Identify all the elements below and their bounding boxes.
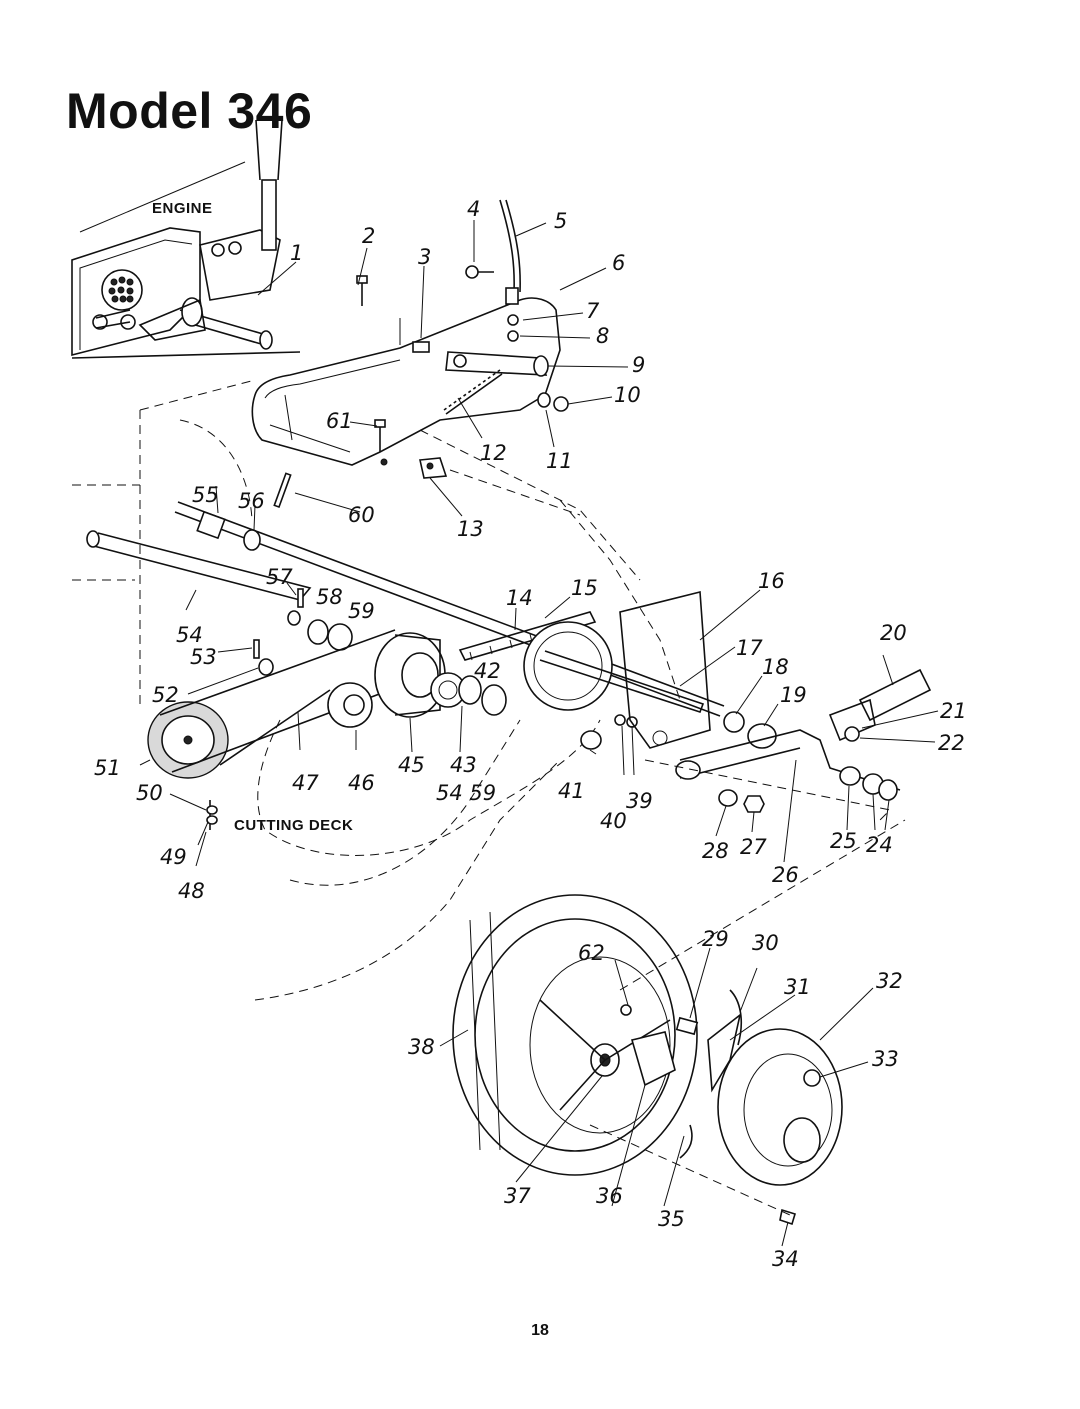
- callout-24: 24: [866, 833, 893, 857]
- callout-1: 1: [290, 241, 303, 265]
- callout-4: 4: [467, 197, 480, 221]
- callout-42: 42: [474, 659, 501, 683]
- callout-56: 56: [238, 489, 265, 513]
- callout-36: 36: [596, 1184, 623, 1208]
- callout-31: 31: [784, 975, 811, 999]
- callout-40: 40: [600, 809, 627, 833]
- engine-label: ENGINE: [152, 200, 213, 217]
- callout-3: 3: [418, 245, 431, 269]
- callout-18: 18: [762, 655, 789, 679]
- callout-12: 12: [480, 441, 507, 465]
- part-callouts: 1 2 3 4 5 6 7 8 9 10 11 12 13 14 15 16 1…: [94, 197, 967, 1271]
- callout-61: 61: [326, 409, 353, 433]
- callout-32: 32: [876, 969, 903, 993]
- callout-2: 2: [362, 224, 375, 248]
- callout-11: 11: [546, 449, 573, 473]
- callout-39: 39: [626, 789, 653, 813]
- callout-51: 51: [94, 756, 121, 780]
- callout-41: 41: [558, 779, 585, 803]
- callout-59: 59: [348, 599, 375, 623]
- callout-34: 34: [772, 1247, 799, 1271]
- page-title: Model 346: [66, 83, 313, 139]
- callout-29: 29: [702, 927, 729, 951]
- callout-5: 5: [554, 209, 567, 233]
- engine-assembly: ENGINE: [71, 119, 301, 359]
- rear-wheel: [452, 894, 698, 1176]
- callout-8: 8: [596, 324, 609, 348]
- callout-55: 55: [192, 483, 219, 507]
- callout-52: 52: [152, 683, 179, 707]
- callout-35: 35: [658, 1207, 685, 1231]
- cutting-deck-label: CUTTING DECK: [234, 817, 353, 834]
- callout-10: 10: [614, 383, 641, 407]
- callout-28: 28: [702, 839, 729, 863]
- hub-assembly: [589, 819, 906, 1226]
- callout-13: 13: [457, 517, 484, 541]
- callout-33: 33: [872, 1047, 899, 1071]
- callout-14: 14: [506, 586, 533, 610]
- callout-19: 19: [780, 683, 807, 707]
- callout-53: 53: [190, 645, 217, 669]
- callout-45: 45: [398, 753, 425, 777]
- callout-26: 26: [772, 863, 799, 887]
- callout-54: 54: [176, 623, 203, 647]
- callout-6: 6: [612, 251, 625, 275]
- chain-drive: [430, 590, 777, 750]
- callout-38: 38: [408, 1035, 435, 1059]
- callout-21: 21: [940, 699, 967, 723]
- callout-49: 49: [160, 845, 187, 869]
- callout-62: 62: [578, 941, 605, 965]
- callout-9: 9: [632, 353, 645, 377]
- callout-22: 22: [938, 731, 965, 755]
- control-linkage: [356, 199, 569, 479]
- callout-58: 58: [316, 585, 343, 609]
- callout-20: 20: [880, 621, 907, 645]
- page-number: 18: [531, 1322, 549, 1339]
- main-shaft: [86, 472, 725, 717]
- callout-47: 47: [292, 771, 319, 795]
- callout-50: 50: [136, 781, 163, 805]
- handwritten-note: 54 59: [436, 781, 496, 805]
- callout-57: 57: [266, 565, 293, 589]
- callout-46: 46: [348, 771, 375, 795]
- callout-37: 37: [504, 1184, 531, 1208]
- callout-43: 43: [450, 753, 477, 777]
- deck-outline: [72, 379, 681, 1001]
- callout-16: 16: [758, 569, 785, 593]
- leader-lines: [139, 220, 939, 1247]
- callout-17: 17: [736, 636, 763, 660]
- drive-cover: [251, 297, 561, 466]
- callout-30: 30: [752, 931, 779, 955]
- callout-7: 7: [586, 299, 600, 323]
- callout-48: 48: [178, 879, 205, 903]
- belt-drive: [147, 629, 446, 830]
- callout-60: 60: [348, 503, 375, 527]
- callout-27: 27: [740, 835, 767, 859]
- callout-15: 15: [571, 576, 598, 600]
- callout-25: 25: [830, 829, 857, 853]
